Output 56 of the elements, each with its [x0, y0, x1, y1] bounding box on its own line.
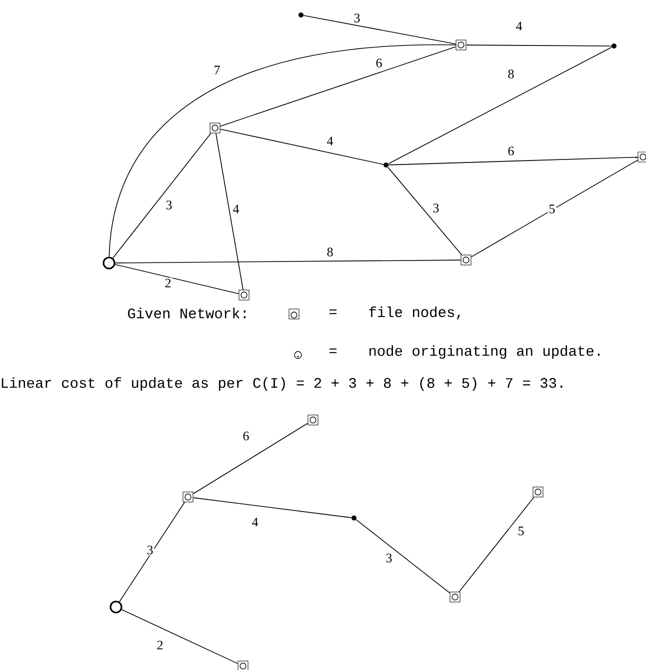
edge-label: 2: [156, 640, 164, 650]
legend-text: file nodes,: [369, 306, 460, 320]
file-node-box: [638, 152, 646, 162]
file-node-box: [532, 486, 544, 498]
file-node-box: [182, 492, 194, 502]
edge-label: 4: [514, 20, 524, 32]
edge-label: 6: [374, 58, 384, 68]
edge-label: 4: [232, 204, 240, 214]
file-node-box: [210, 122, 220, 134]
edge-label: 8: [326, 246, 334, 258]
edge-label: 5: [516, 526, 526, 536]
edge-label: 4: [326, 136, 334, 146]
network-edge: [466, 44, 612, 46]
network-edge: [470, 160, 638, 258]
edge-label: 3: [432, 202, 440, 214]
origin-node-circle: [110, 600, 122, 614]
file-node-box: [450, 592, 460, 602]
edge-label: 5: [548, 204, 556, 214]
edge-label: 6: [242, 430, 250, 442]
network-edge: [114, 264, 240, 294]
edge-label: 3: [384, 552, 394, 564]
network-edge: [388, 46, 612, 164]
caption-text: =: [329, 348, 337, 354]
file-node-box: [456, 40, 466, 50]
caption-text: Given Network:: [128, 308, 246, 318]
network-edge: [121, 609, 238, 664]
network-edge: [192, 422, 308, 494]
network-edge: [388, 156, 638, 166]
edge-label: 3: [146, 544, 154, 556]
network-edge: [108, 44, 456, 258]
caption-text: Linear cost of update as per C(I) = 2 + 3 + 8 + (8 + 5) + 7 = 33.: [2, 377, 562, 391]
edge-label: 7: [212, 64, 222, 76]
network-edge: [216, 132, 244, 290]
file-node-box: [460, 254, 472, 266]
network-edge: [192, 497, 352, 518]
edge-label: 6: [506, 146, 516, 156]
network-edge: [114, 260, 462, 264]
network-edge: [387, 166, 462, 256]
caption-text: =: [329, 309, 337, 314]
legend-text: node originating an update.: [369, 345, 600, 359]
network-edge: [112, 132, 212, 258]
edge-label: 8: [506, 68, 516, 80]
file-node-box: [238, 660, 248, 670]
file-node-box: [308, 414, 318, 426]
origin-node-circle: [102, 256, 116, 270]
edge-label: 2: [164, 278, 172, 288]
edge-label: 3: [352, 12, 362, 24]
edge-label: 4: [250, 516, 260, 528]
network-edge: [356, 519, 450, 594]
network-edge: [458, 496, 534, 592]
file-node-box: [238, 290, 250, 300]
network-edge: [220, 46, 456, 127]
edge-label: 3: [164, 200, 174, 210]
network-edge: [119, 502, 185, 602]
network-edge: [303, 15, 456, 44]
network-edge: [220, 128, 384, 165]
